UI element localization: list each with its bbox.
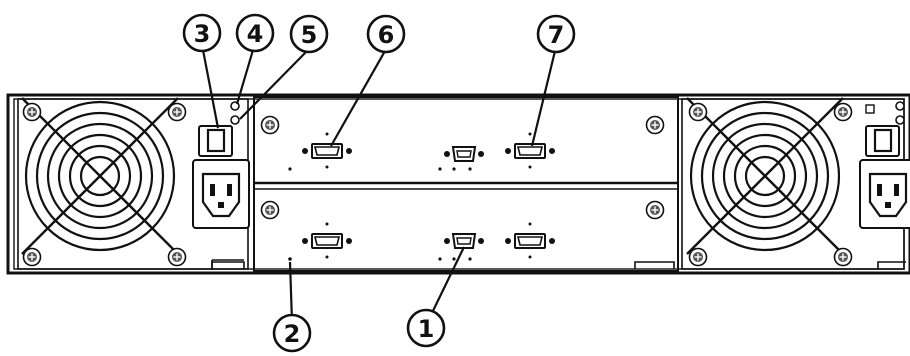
screw-icon — [833, 247, 853, 267]
screw-icon — [22, 102, 42, 122]
controller-module-lower — [211, 200, 675, 269]
svg-text:5: 5 — [301, 21, 318, 49]
screw-icon — [645, 115, 665, 135]
screw-icon — [645, 200, 665, 220]
screw-icon — [688, 247, 708, 267]
svg-text:4: 4 — [247, 20, 264, 48]
screw-icon — [833, 102, 853, 122]
callout-3: 3 — [182, 13, 222, 53]
svg-text:2: 2 — [284, 320, 301, 348]
callout-leaders — [201, 49, 557, 323]
screw-icon — [22, 247, 42, 267]
power-inlet-right[interactable] — [858, 158, 910, 230]
power-supply-right — [681, 96, 910, 270]
svg-text:6: 6 — [378, 21, 395, 49]
callout-2: 2 — [272, 313, 312, 353]
callout-7: 7 — [536, 14, 576, 54]
screw-icon — [167, 102, 187, 122]
callout-1: 1 — [406, 308, 446, 348]
fault-status-led — [230, 115, 240, 125]
callout-5: 5 — [289, 14, 329, 54]
power-switch-left[interactable] — [198, 125, 233, 157]
svg-text:1: 1 — [418, 315, 435, 343]
controller-module-upper — [260, 115, 665, 171]
screw-icon — [260, 200, 280, 220]
power-switch-right[interactable] — [865, 125, 900, 157]
screw-icon — [167, 247, 187, 267]
svg-text:7: 7 — [548, 21, 565, 49]
screw-icon — [688, 102, 708, 122]
svg-text:3: 3 — [194, 20, 211, 48]
callout-6: 6 — [366, 14, 406, 54]
power-inlet-left[interactable] — [191, 158, 251, 230]
callout-4: 4 — [235, 13, 275, 53]
screw-icon — [260, 115, 280, 135]
